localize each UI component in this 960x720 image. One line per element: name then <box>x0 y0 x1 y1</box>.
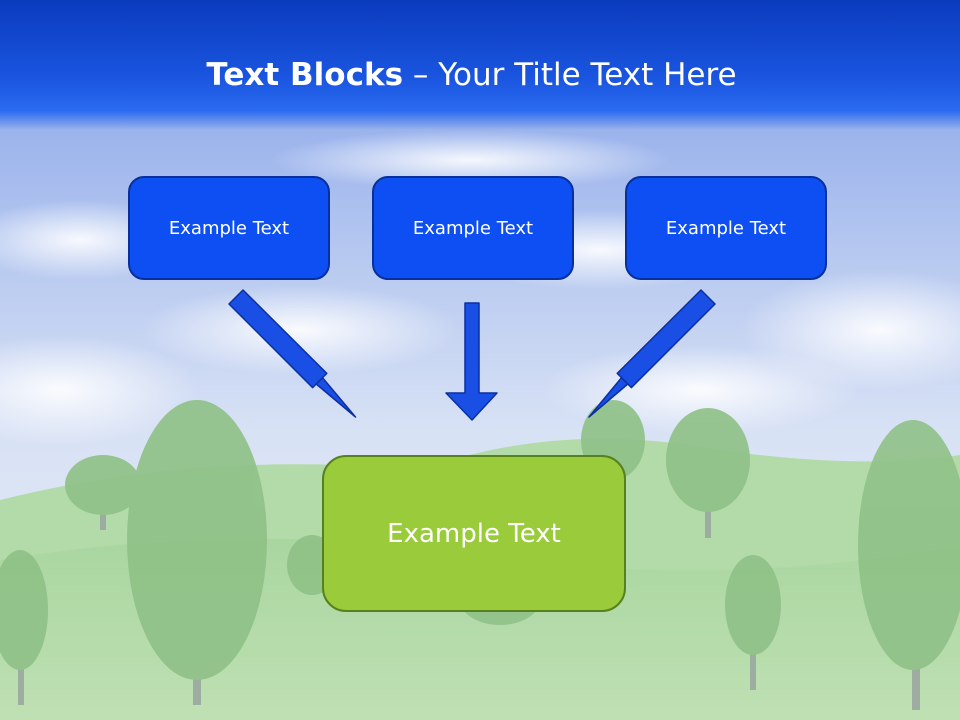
text-block-label: Example Text <box>665 217 787 239</box>
text-block-label: Example Text <box>412 217 534 239</box>
title-regular-part: Your Title Text Here <box>438 57 737 93</box>
text-block-right[interactable]: Example Text <box>625 176 827 280</box>
title-bold-part: Text Blocks <box>206 57 404 93</box>
result-block-label: Example Text <box>387 518 561 549</box>
title-bar <box>0 0 960 130</box>
text-block-left[interactable]: Example Text <box>128 176 330 280</box>
arrow-left-diagonal-icon <box>228 289 357 418</box>
result-block[interactable]: Example Text <box>322 455 626 612</box>
text-block-label: Example Text <box>168 217 290 239</box>
trees <box>0 400 960 710</box>
title-separator: – <box>403 57 439 93</box>
arrow-down-icon <box>445 302 498 421</box>
arrow-right-diagonal-icon <box>588 289 716 418</box>
page-title: Text Blocks – Your Title Text Here <box>0 52 943 98</box>
text-block-center[interactable]: Example Text <box>372 176 574 280</box>
